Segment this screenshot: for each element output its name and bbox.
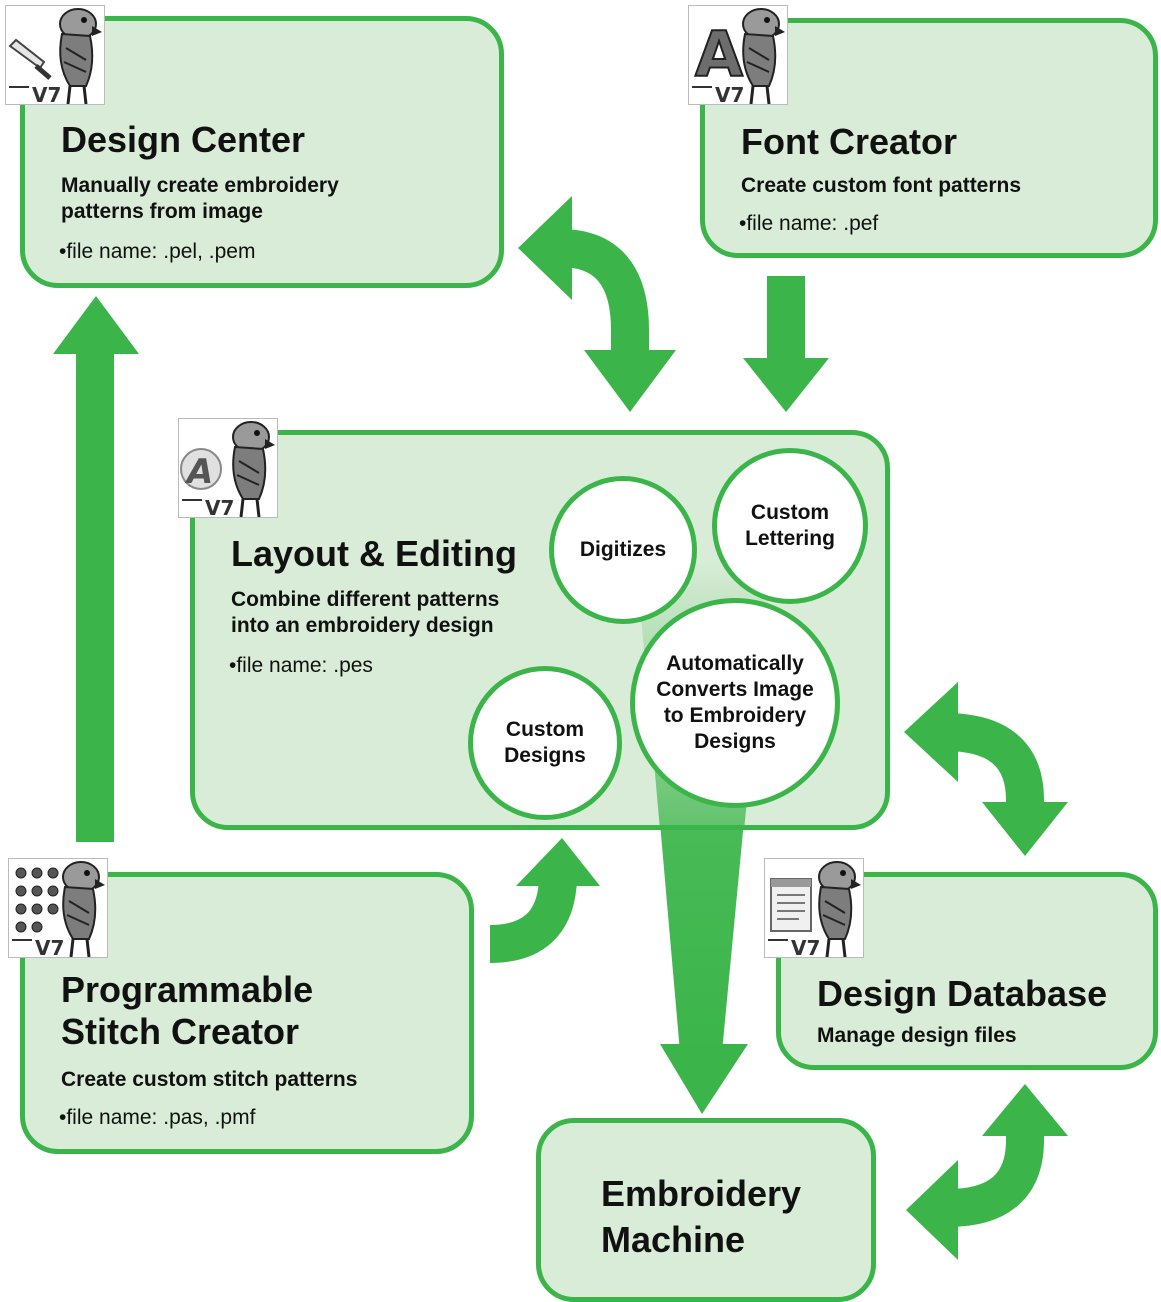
feature-auto-convert-line-3: to Embroidery xyxy=(663,704,807,727)
feature-auto-convert-line-2: Converts Image xyxy=(656,678,814,701)
embroidery-machine-title-2: Machine xyxy=(601,1219,746,1260)
layout-editing-title: Layout & Editing xyxy=(231,533,517,574)
feature-custom-designs-line-1: Custom xyxy=(505,718,585,741)
layout-editing-version: V7 xyxy=(205,496,234,518)
arrow-stitch-to-design-center xyxy=(53,296,139,842)
feature-custom-designs-line-2: Designs xyxy=(504,744,586,767)
stitch-creator-subtitle: Create custom stitch patterns xyxy=(61,1068,358,1091)
design-center-title: Design Center xyxy=(61,119,306,160)
layout-editing-file-types: •file name: .pes xyxy=(229,654,373,677)
feature-digitizes-label: Digitizes xyxy=(579,538,667,561)
arrow-layout-database xyxy=(904,682,1068,856)
design-database-parrot-icon: V7 xyxy=(764,858,864,958)
layout-editing-subtitle-2: into an embroidery design xyxy=(231,614,494,637)
arrow-stitch-to-layout xyxy=(489,838,600,963)
feature-auto-convert-line-1: Automatically xyxy=(666,652,804,675)
font-creator-parrot-icon: A V7 xyxy=(688,5,788,105)
stitch-creator-title-1: Programmable xyxy=(61,969,314,1010)
feature-digitizes: Digitizes xyxy=(549,476,697,624)
font-creator-glyph: A xyxy=(695,18,743,91)
feature-custom-lettering-line-1: Custom xyxy=(750,501,830,524)
feature-custom-lettering-line-2: Lettering xyxy=(745,527,835,550)
stitch-creator-parrot-icon: V7 xyxy=(8,858,108,958)
design-center-version: V7 xyxy=(32,83,61,105)
layout-editing-parrot-icon: A V7 xyxy=(178,418,278,518)
stitch-creator-title-2: Stitch Creator xyxy=(61,1011,300,1052)
design-center-parrot-icon: V7 xyxy=(5,5,105,105)
feature-auto-convert: Automatically Converts Image to Embroide… xyxy=(630,598,840,808)
design-database-title: Design Database xyxy=(817,973,1108,1014)
design-center-subtitle-1: Manually create embroidery xyxy=(61,174,339,197)
layout-editing-subtitle-1: Combine different patterns xyxy=(231,588,500,611)
embroidery-machine-title-1: Embroidery xyxy=(601,1173,802,1214)
design-database-version: V7 xyxy=(791,936,820,958)
embroidery-machine-box[interactable]: Embroidery Machine xyxy=(536,1118,876,1302)
font-creator-version: V7 xyxy=(715,83,744,105)
arrow-design-center-layout xyxy=(518,196,676,412)
font-creator-subtitle: Create custom font patterns xyxy=(741,174,1022,197)
design-center-subtitle-2: patterns from image xyxy=(61,200,263,223)
svg-text:A: A xyxy=(184,452,213,492)
font-creator-title: Font Creator xyxy=(741,121,957,162)
stitch-creator-file-types: •file name: .pas, .pmf xyxy=(59,1106,256,1129)
feature-custom-lettering: Custom Lettering xyxy=(712,448,868,604)
arrow-font-creator-to-layout xyxy=(743,276,829,412)
feature-auto-convert-line-4: Designs xyxy=(694,730,776,753)
arrow-database-machine xyxy=(906,1084,1068,1260)
stitch-creator-version: V7 xyxy=(35,936,64,958)
font-creator-file-types: •file name: .pef xyxy=(739,212,879,235)
design-center-file-types: •file name: .pel, .pem xyxy=(59,240,256,263)
feature-custom-designs: Custom Designs xyxy=(468,666,622,820)
design-database-subtitle: Manage design files xyxy=(817,1024,1017,1047)
